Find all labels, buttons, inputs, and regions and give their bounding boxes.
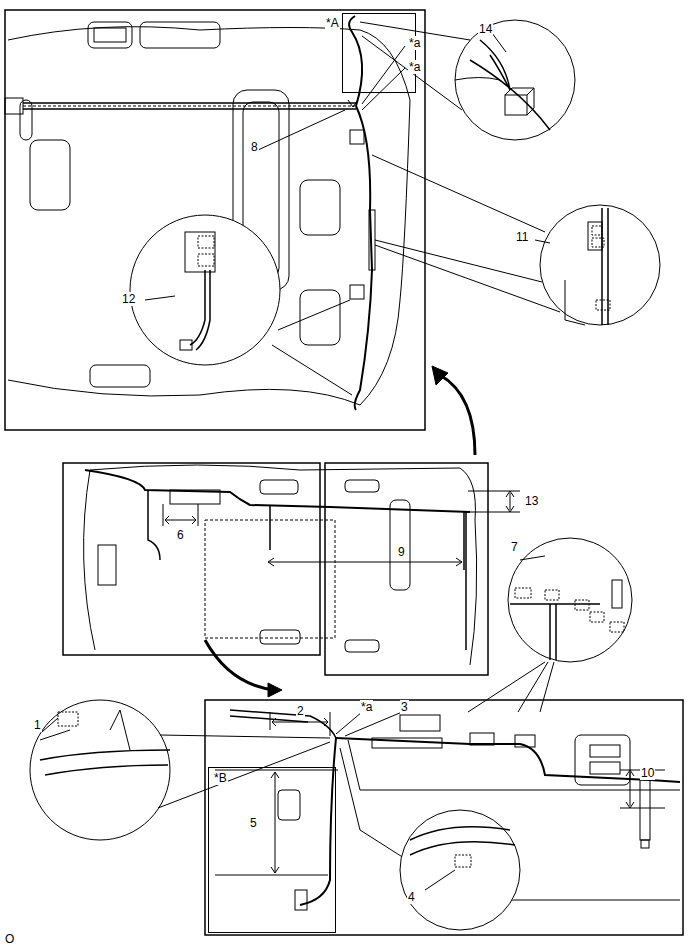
callout-number: 6 (176, 528, 185, 542)
callout-number: 1 (33, 718, 42, 732)
frame-label: *A (325, 16, 340, 30)
callout-number: 8 (250, 140, 259, 154)
detail-frame: *B (208, 767, 336, 933)
callout-number: *a (408, 36, 421, 50)
callout-number: 4 (407, 890, 416, 904)
callout-number: 5 (249, 816, 258, 830)
callout-number: 3 (400, 700, 409, 714)
callout-number: 10 (640, 766, 655, 780)
frame-label: *B (213, 771, 228, 785)
detail-frame: *A (342, 13, 416, 93)
callout-number: 13 (524, 494, 539, 508)
callout-number: O (4, 932, 15, 946)
callout-number: 7 (510, 540, 519, 554)
callout-number: 12 (121, 292, 136, 306)
callout-number: 11 (515, 230, 529, 244)
callout-number: 2 (296, 704, 305, 718)
callout-number: *a (360, 700, 373, 714)
callout-number: *a (408, 60, 421, 74)
callout-number: 9 (397, 545, 406, 559)
callout-number: 14 (478, 22, 493, 36)
